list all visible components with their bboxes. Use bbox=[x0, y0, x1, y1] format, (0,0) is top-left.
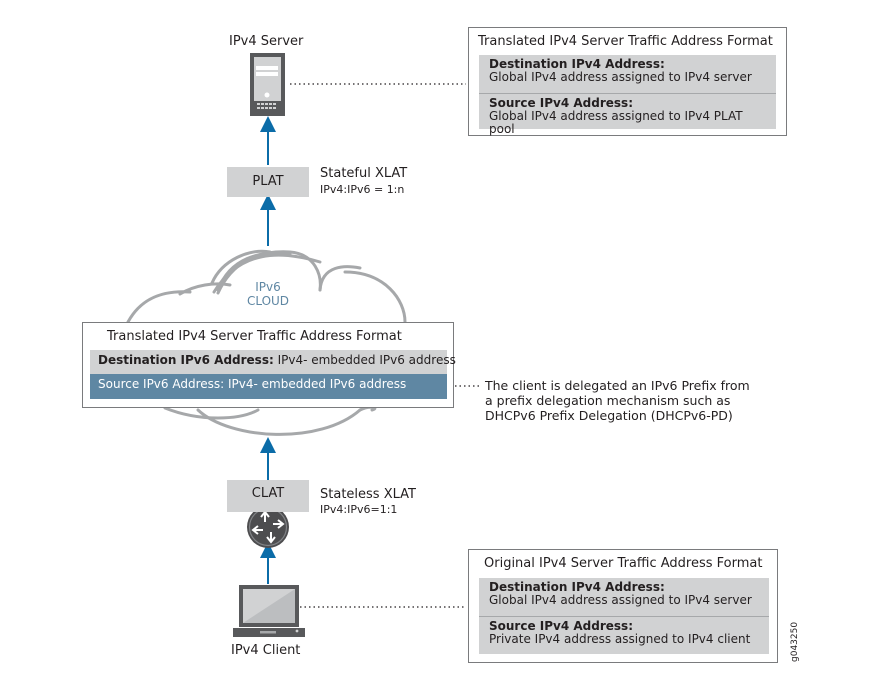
panel-title: Original IPv4 Server Traffic Address For… bbox=[484, 556, 763, 571]
panel-title: Translated IPv4 Server Traffic Address F… bbox=[478, 34, 773, 49]
translated-ipv4-format-panel: Translated IPv4 Server Traffic Address F… bbox=[468, 27, 787, 136]
row-text: Global IPv4 address assigned to IPv4 ser… bbox=[489, 70, 752, 84]
row-text: Global IPv4 address assigned to IPv4 ser… bbox=[489, 593, 752, 607]
destination-ipv4-row: Destination IPv4 Address: Global IPv4 ad… bbox=[479, 578, 769, 616]
source-ipv6-row: Source IPv6 Address: IPv4- embedded IPv6… bbox=[90, 374, 447, 399]
row-heading: Destination IPv4 Address: bbox=[489, 580, 665, 594]
server-icon bbox=[250, 53, 285, 116]
clat-label: CLAT bbox=[251, 486, 285, 501]
row-heading: Source IPv6 Address: bbox=[98, 377, 225, 391]
row-text: IPv4- embedded IPv6 address bbox=[273, 353, 456, 367]
clat-mode-title: Stateless XLAT bbox=[320, 487, 416, 502]
laptop-icon bbox=[233, 585, 305, 637]
server-label: IPv4 Server bbox=[229, 34, 304, 49]
ipv6-cloud-outline bbox=[126, 249, 407, 436]
destination-ipv4-row: Destination IPv4 Address: Global IPv4 ad… bbox=[479, 55, 776, 93]
panel-title: Translated IPv4 Server Traffic Address F… bbox=[107, 329, 402, 344]
prefix-delegation-note: The client is delegated an IPv6 Prefix f… bbox=[485, 378, 750, 423]
row-text: Global IPv4 address assigned to IPv4 PLA… bbox=[489, 109, 743, 136]
translated-ipv6-format-panel: Translated IPv4 Server Traffic Address F… bbox=[82, 322, 456, 408]
clat-box: CLAT bbox=[227, 480, 309, 512]
client-label: IPv4 Client bbox=[231, 643, 301, 658]
source-ipv4-row: Source IPv4 Address: Private IPv4 addres… bbox=[479, 616, 769, 654]
note-line: The client is delegated an IPv6 Prefix f… bbox=[485, 378, 750, 393]
destination-ipv6-row: Destination IPv6 Address: IPv4- embedded… bbox=[90, 350, 456, 374]
row-heading: Source IPv4 Address: bbox=[489, 96, 633, 110]
row-text: Private IPv4 address assigned to IPv4 cl… bbox=[489, 632, 751, 646]
plat-label: PLAT bbox=[252, 174, 284, 189]
row-heading: Source IPv4 Address: bbox=[489, 619, 633, 633]
cloud-label-line2: CLOUD bbox=[246, 294, 290, 308]
plat-ratio: IPv4:IPv6 = 1:n bbox=[320, 183, 405, 196]
row-text: IPv4- embedded IPv6 address bbox=[224, 377, 407, 391]
source-ipv4-row: Source IPv4 Address: Global IPv4 address… bbox=[479, 93, 776, 136]
cloud-label-line1: IPv6 bbox=[255, 280, 281, 294]
plat-box: PLAT bbox=[227, 167, 309, 197]
row-heading: Destination IPv4 Address: bbox=[489, 57, 665, 71]
router-icon bbox=[247, 506, 289, 548]
plat-mode-title: Stateful XLAT bbox=[320, 166, 408, 181]
original-ipv4-format-panel: Original IPv4 Server Traffic Address For… bbox=[468, 549, 778, 663]
row-heading: Destination IPv6 Address: bbox=[98, 353, 274, 367]
figure-id: g043250 bbox=[790, 621, 800, 662]
note-line: DHCPv6 Prefix Delegation (DHCPv6-PD) bbox=[485, 408, 733, 423]
note-line: a prefix delegation mechanism such as bbox=[485, 393, 731, 408]
ipv6-cloud-label: IPv6 CLOUD bbox=[238, 280, 298, 308]
clat-ratio: IPv4:IPv6=1:1 bbox=[320, 503, 398, 516]
